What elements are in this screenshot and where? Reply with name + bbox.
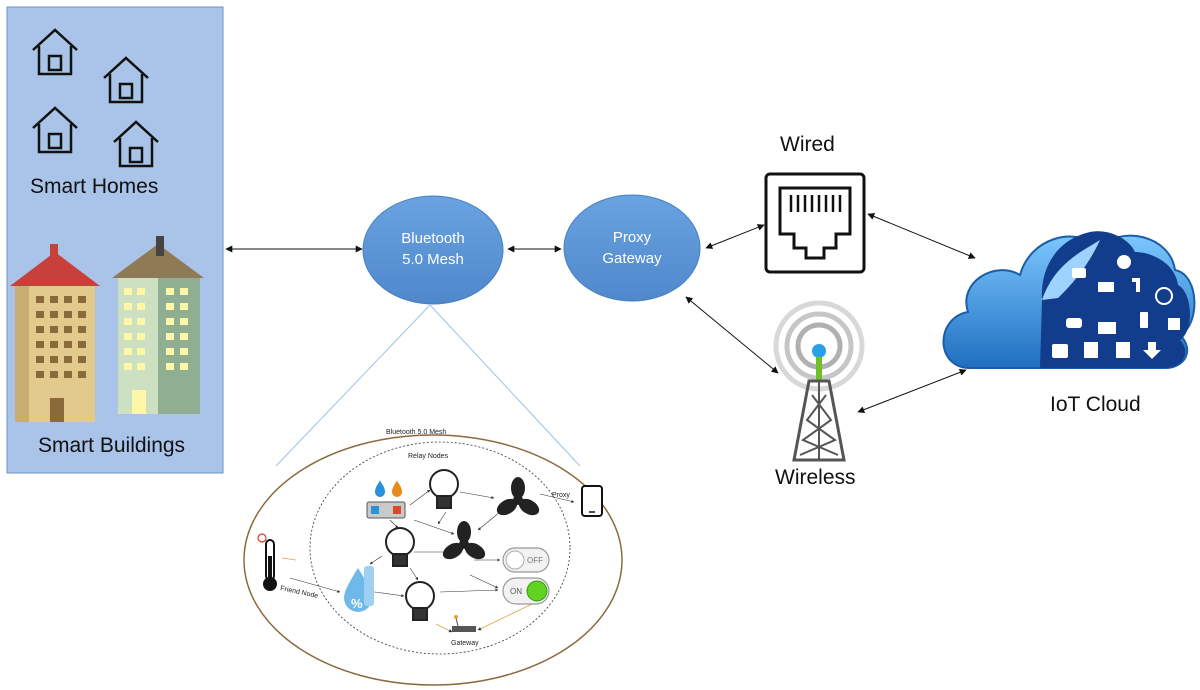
ethernet-port-icon [764, 172, 866, 274]
mesh-detail-title: Bluetooth 5.0 Mesh [386, 429, 446, 436]
building-icon [10, 236, 204, 422]
iot-cloud-label: IoT Cloud [1050, 393, 1141, 416]
arrow-proxy-wireless [685, 296, 779, 374]
smart-homes-label: Smart Homes [30, 175, 159, 198]
wireless-tower-icon [773, 300, 865, 462]
bluetooth-mesh-label: Bluetooth 5.0 Mesh [363, 228, 503, 270]
proxy-gateway-label: Proxy Gateway [564, 227, 700, 269]
connection-arrows [225, 213, 976, 413]
proxy-small-label: Proxy [552, 492, 570, 499]
thermometer-icon [257, 533, 277, 591]
arrow-wireless-cloud [857, 369, 967, 413]
smartphone-icon [581, 485, 603, 517]
wired-label: Wired [780, 133, 835, 156]
wireless-label: Wireless [775, 466, 856, 489]
proxy-label-line1: Proxy [612, 229, 652, 246]
mesh-detail-outer [243, 434, 623, 686]
light-bulb-icon [385, 469, 459, 621]
gateway-router-icon [452, 615, 476, 632]
arrow-wired-cloud [867, 213, 976, 259]
gateway-small-label: Gateway [451, 640, 479, 647]
arrow-proxy-wired [705, 224, 765, 249]
on-label: ON [510, 587, 522, 596]
on-switch-icon [502, 577, 550, 605]
bluetooth-mesh-node [362, 195, 504, 305]
off-switch-icon [502, 547, 550, 573]
relay-nodes-label: Relay Nodes [408, 453, 449, 460]
proxy-label-line2: Gateway [602, 250, 662, 267]
svg-text:%: % [351, 596, 363, 611]
smart-buildings-label: Smart Buildings [38, 434, 186, 457]
mesh-label-line2: 5.0 Mesh [402, 251, 464, 268]
iot-cloud-icon [942, 231, 1196, 369]
house-icon [32, 28, 159, 168]
mesh-detail-inner [309, 441, 571, 655]
off-label: OFF [527, 556, 543, 565]
proxy-gateway-node [563, 194, 701, 302]
fan-icon [442, 477, 540, 560]
thermostat-icon [366, 480, 406, 519]
mesh-label-line1: Bluetooth [401, 230, 465, 247]
zoom-lines [275, 304, 581, 467]
mesh-detail-view: % Bluetooth 5.0 Mesh Relay Nodes Proxy F… [243, 429, 623, 686]
humidity-drop-icon: % [344, 566, 374, 612]
